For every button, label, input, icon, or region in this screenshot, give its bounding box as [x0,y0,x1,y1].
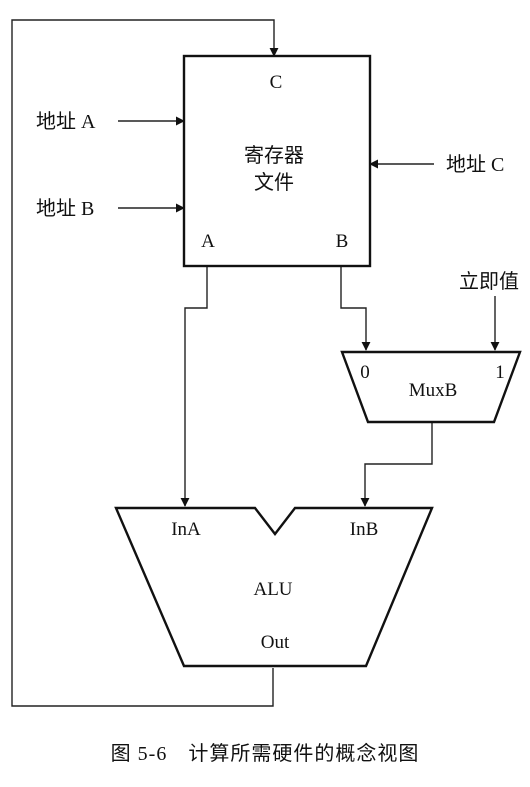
reg-a-to-alu-wire [180,266,208,507]
addr-b-label: 地址 B [36,197,94,220]
mux-b-input-0: 0 [360,362,370,383]
mux-b-block [340,350,522,424]
alu-input-b: InB [350,519,379,540]
addr-a-label: 地址 A [36,110,96,133]
register-file-block [182,54,372,268]
figure-caption: 图 5-6 计算所需硬件的概念视图 [111,741,420,765]
reg-b-to-mux-wire [340,266,371,351]
register-port-c: C [270,72,283,93]
immediate-label: 立即值 [459,270,519,293]
alu-output: Out [261,632,290,653]
alu-block [114,506,434,668]
mux-b-input-1: 1 [495,362,505,383]
alu-label: ALU [253,579,292,600]
register-port-b: B [336,231,349,252]
alu-input-a: InA [171,519,201,540]
mux-to-alu-wire [360,422,433,507]
register-port-a: A [201,231,215,252]
feedback-wire [11,19,279,707]
register-file-title-line2: 文件 [254,171,294,194]
addr-c-label: 地址 C [446,153,504,176]
register-file-title-line1: 寄存器 [244,144,304,167]
mux-b-label: MuxB [409,380,458,401]
